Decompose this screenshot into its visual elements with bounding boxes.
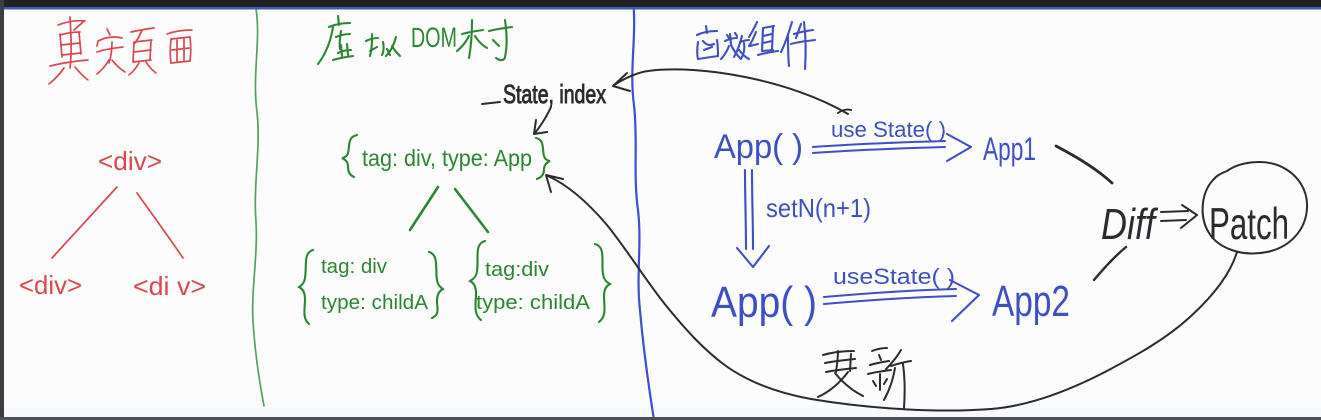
svg-text:use State( ): use State( ) — [831, 117, 946, 142]
svg-text:useState( ): useState( ) — [833, 264, 955, 289]
svg-text:Diff: Diff — [1101, 200, 1158, 249]
svg-text:App1: App1 — [983, 131, 1036, 167]
svg-text:tag: div: tag: div — [321, 256, 387, 278]
svg-text:type: childA: type: childA — [321, 292, 429, 314]
svg-text:App( ): App( ) — [714, 128, 803, 166]
svg-text:tag:div: tag:div — [485, 259, 549, 281]
svg-text:<div>: <div> — [19, 270, 82, 300]
svg-text:type: childA: type: childA — [476, 292, 591, 314]
svg-text:tag: div, type: App: tag: div, type: App — [362, 145, 532, 171]
svg-text:setN(n+1): setN(n+1) — [766, 193, 871, 223]
svg-text:DOM: DOM — [411, 22, 457, 53]
svg-text:<di v>: <di v> — [133, 271, 206, 301]
svg-text:App2: App2 — [992, 277, 1070, 326]
svg-text:State, index: State, index — [503, 79, 606, 109]
svg-text:App( ): App( ) — [711, 278, 817, 327]
svg-text:<div>: <div> — [98, 146, 162, 176]
svg-text:Patch: Patch — [1209, 200, 1289, 249]
